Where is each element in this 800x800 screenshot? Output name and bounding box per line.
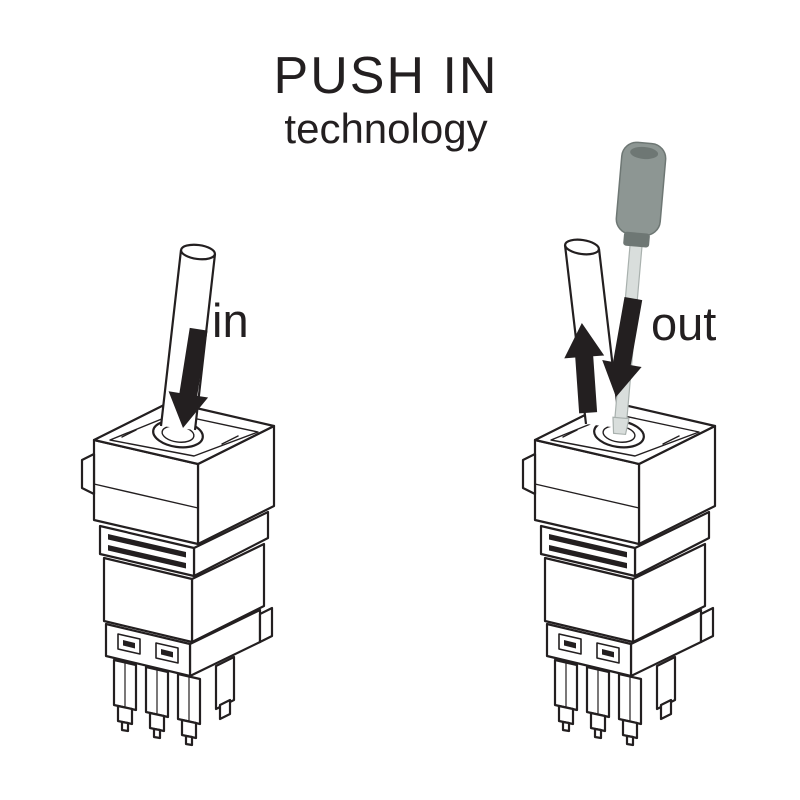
screwdriver-ferrule: [623, 231, 650, 248]
push-out-illustration: [521, 141, 717, 747]
screwdriver-blade-tip: [612, 416, 630, 436]
label-out: out: [651, 297, 717, 350]
label-in: in: [212, 294, 249, 347]
diagram-title: PUSH IN technology: [0, 48, 772, 152]
title-line-2: technology: [284, 105, 488, 153]
connector-drawing: [80, 400, 276, 747]
screwdriver-handle-top: [630, 146, 659, 160]
title-line-1: PUSH IN: [273, 47, 499, 105]
connector-drawing: [521, 400, 717, 747]
push-in-illustration: [80, 243, 276, 747]
